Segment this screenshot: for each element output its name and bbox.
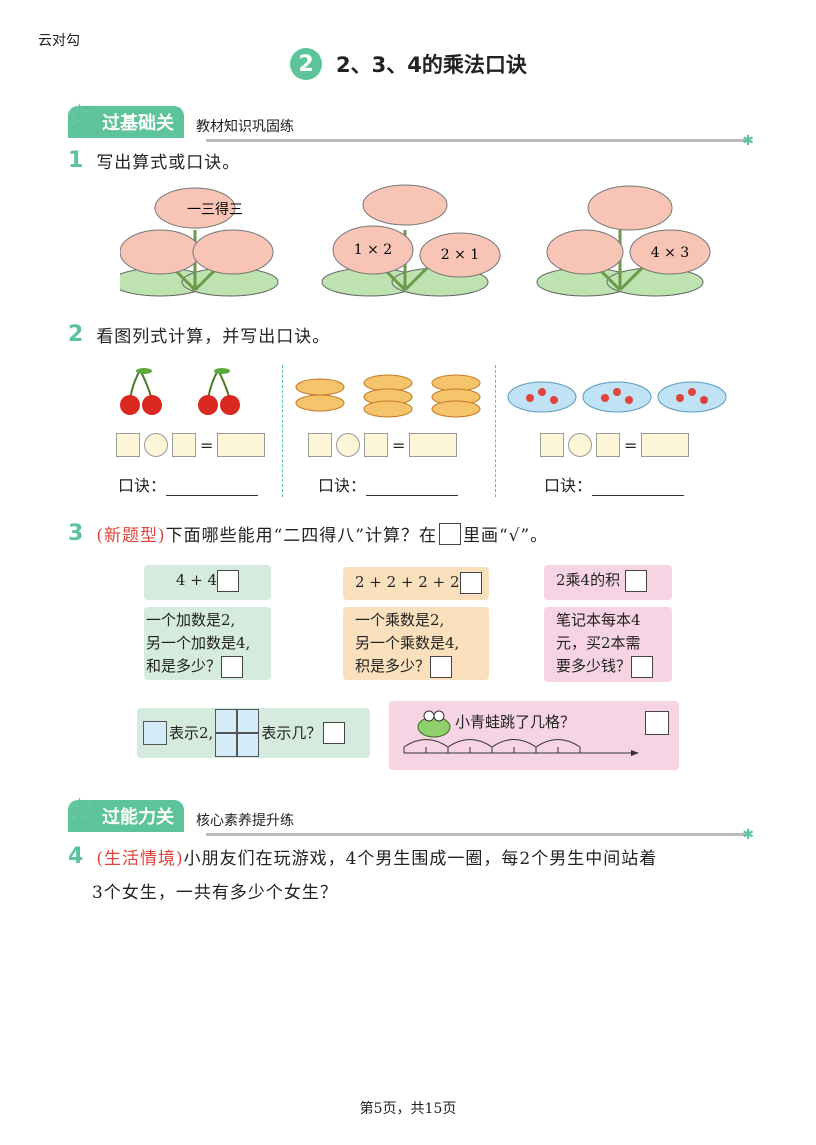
koujue-field[interactable]: 口诀： — [544, 472, 685, 496]
flower-text: 1 × 2 — [354, 242, 392, 258]
check-box[interactable] — [323, 722, 346, 744]
lesson-badge: 2 — [290, 48, 322, 80]
flower-text: 一三得三 — [187, 201, 243, 218]
option-card: 小青蛙跳了几格？ — [389, 701, 679, 770]
section-sub: 教材知识巩固练 — [196, 119, 294, 135]
answer-box[interactable] — [540, 433, 564, 457]
q2-pictures — [120, 368, 727, 418]
result-box[interactable] — [409, 433, 458, 457]
unit-square — [143, 721, 167, 745]
page-title: 2 2、3、4的乘法口诀 — [290, 48, 527, 80]
check-box[interactable] — [430, 656, 453, 678]
star-icon: ✱ — [742, 827, 754, 843]
star-mascot-icon: ★ — [66, 98, 93, 133]
check-box[interactable] — [221, 656, 244, 678]
question-4-line2: 3个女生，一共有多少个女生？ — [92, 883, 338, 903]
koujue-field[interactable]: 口诀： — [318, 472, 459, 496]
divider — [206, 139, 748, 142]
operator-circle[interactable] — [144, 433, 168, 457]
frog-icon — [417, 710, 451, 738]
flower-text: 2 × 1 — [441, 247, 479, 263]
four-square-grid — [215, 709, 260, 757]
flower-text: 4 × 3 — [651, 245, 689, 261]
answer-box[interactable] — [308, 433, 332, 457]
brand: 云对勾 — [38, 33, 80, 49]
cherry-icon — [198, 368, 240, 415]
koujue-field[interactable]: 口诀： — [118, 472, 259, 496]
flowers-illustration: 一三得三 1 × 2 2 × 1 4 × 3 — [120, 184, 711, 298]
answer-box[interactable] — [172, 433, 196, 457]
option-card: 一个加数是2,另一个加数是4,和是多少？ — [144, 607, 271, 680]
check-box[interactable] — [459, 572, 482, 594]
operator-circle[interactable] — [568, 433, 592, 457]
option-card: 表示2, 表示几？ — [137, 708, 370, 758]
check-box[interactable] — [624, 570, 647, 592]
divider — [206, 833, 748, 836]
answer-box[interactable] — [596, 433, 620, 457]
option-card: 2 + 2 + 2 + 2 — [343, 567, 489, 600]
answer-box[interactable] — [116, 433, 140, 457]
option-card: 一个乘数是2,另一个乘数是4,积是多少？ — [343, 607, 489, 680]
page-footer: 第5页，共15页 — [359, 1101, 457, 1117]
section-label: 过能力关 — [102, 807, 174, 828]
star-mascot-icon: ★ — [66, 792, 93, 827]
option-card: 2乘4的积 — [544, 565, 672, 600]
check-box[interactable] — [645, 711, 669, 735]
question-3: 3(新题型)下面哪些能用“二四得八”计算？在里画“√”。 — [68, 521, 549, 546]
section-sub: 核心素养提升练 — [196, 813, 294, 829]
answer-box[interactable] — [364, 433, 388, 457]
title-text: 2、3、4的乘法口诀 — [336, 53, 527, 77]
section-header-ability: ★ 过能力关 核心素养提升练 ✱ — [66, 792, 754, 843]
section-header-basic: ★ 过基础关 教材知识巩固练 ✱ — [66, 98, 754, 149]
check-box[interactable] — [631, 656, 654, 678]
section-label: 过基础关 — [102, 113, 174, 134]
option-card: 4 + 4 — [144, 565, 271, 600]
operator-circle[interactable] — [336, 433, 360, 457]
star-icon: ✱ — [742, 133, 754, 149]
question-4: 4(生活情境)小朋友们在玩游戏，4个男生围成一圈，每2个男生中间站着 — [68, 844, 658, 869]
result-box[interactable] — [217, 433, 266, 457]
equation-row: = — [116, 433, 266, 457]
equation-row: = — [540, 433, 690, 457]
result-box[interactable] — [641, 433, 690, 457]
cherry-icon — [120, 368, 162, 415]
equation-row: = — [308, 433, 458, 457]
check-box[interactable] — [217, 570, 240, 592]
frog-number-line — [403, 710, 639, 756]
